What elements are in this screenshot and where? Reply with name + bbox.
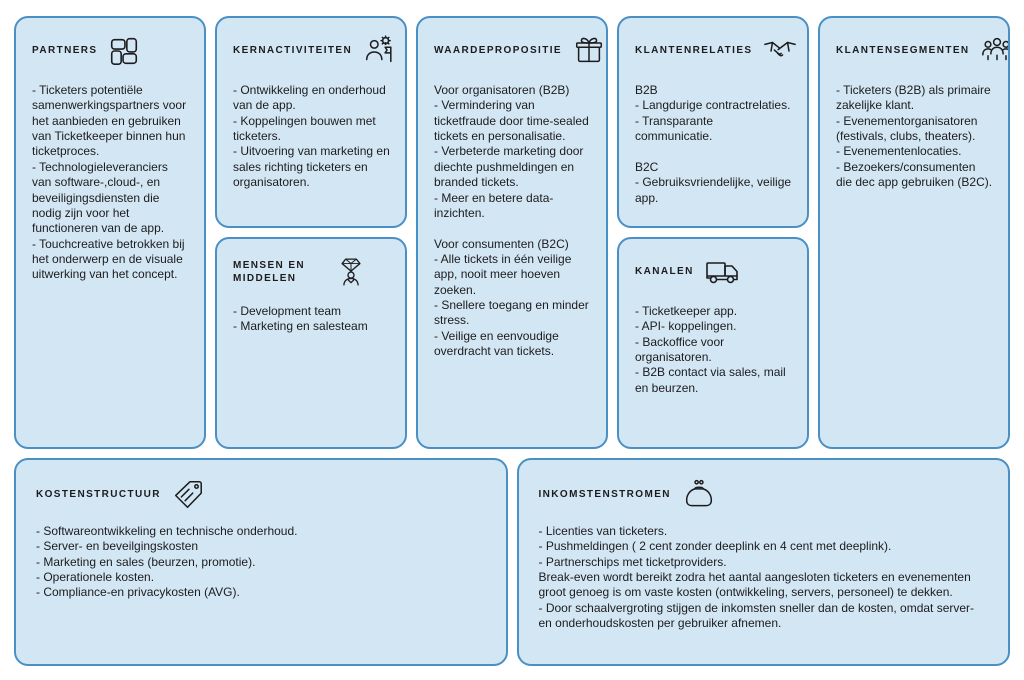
block-title-mensen-en-middelen: MENSEN EN MIDDELEN [233, 259, 306, 285]
block-title-klantensegmenten: KLANTENSEGMENTEN [836, 45, 970, 57]
block-body-klantensegmenten: - Ticketers (B2B) als primaire zakelijke… [836, 83, 993, 190]
handshake-icon [762, 34, 798, 68]
block-header: KLANTENRELATIES [635, 32, 797, 70]
block-title-kostenstructuur: KOSTENSTRUCTUUR [36, 489, 161, 501]
coin-purse-icon [681, 478, 717, 512]
block-kanalen: KANALEN - Ticketkeeper app. - API- koppe… [617, 237, 809, 449]
block-body-waardepropositie: Voor organisatoren (B2B) - Vermindering … [434, 83, 589, 359]
block-waardepropositie: WAARDEPROPOSITIE Voor organisatoren (B2B… [416, 16, 608, 449]
block-body-partners: - Ticketers potentiële samenwerkingspart… [32, 83, 187, 282]
block-title-kernactiviteiten: KERNACTIVITEITEN [233, 45, 353, 57]
canvas-top-grid: PARTNERS - Ticketers potentiële samenwer… [14, 16, 1010, 449]
block-mensen-en-middelen: MENSEN EN MIDDELEN - Development team - … [215, 237, 407, 449]
block-body-kanalen: - Ticketkeeper app. - API- koppelingen. … [635, 304, 786, 395]
block-header: KOSTENSTRUCTUUR [36, 476, 486, 514]
block-header: MENSEN EN MIDDELEN [233, 253, 391, 291]
canvas-bottom-grid: KOSTENSTRUCTUUR - Softwareontwikkeling e… [14, 458, 1010, 666]
block-title-inkomstenstromen: INKOMSTENSTROMEN [538, 489, 671, 501]
block-title-klantenrelaties: KLANTENRELATIES [635, 45, 753, 57]
block-header: INKOMSTENSTROMEN [539, 476, 989, 514]
block-header: KLANTENSEGMENTEN [836, 32, 1008, 70]
block-header: WAARDEPROPOSITIE [434, 32, 603, 70]
block-title-waardepropositie: WAARDEPROPOSITIE [434, 45, 562, 57]
block-header: PARTNERS [32, 32, 190, 70]
block-klantenrelaties: KLANTENRELATIES B2B - Langdurige contrac… [617, 16, 809, 228]
block-body-mensen-en-middelen: - Development team - Marketing en salest… [233, 304, 368, 334]
partners-icon [107, 34, 141, 68]
block-header: KERNACTIVITEITEN [233, 32, 392, 70]
key-resources-icon [335, 256, 367, 288]
block-title-partners: PARTNERS [32, 45, 98, 57]
block-partners: PARTNERS - Ticketers potentiële samenwer… [14, 16, 206, 449]
block-kostenstructuur: KOSTENSTRUCTUUR - Softwareontwikkeling e… [14, 458, 508, 666]
price-tag-icon [171, 478, 205, 512]
key-activities-icon [362, 34, 396, 68]
block-body-klantenrelaties: B2B - Langdurige contractrelaties. - Tra… [635, 83, 792, 205]
block-body-kernactiviteiten: - Ontwikkeling en onderhoud van de app. … [233, 83, 390, 190]
block-body-inkomstenstromen: - Licenties van ticketers. - Pushmelding… [538, 524, 975, 631]
truck-icon [704, 255, 742, 289]
block-inkomstenstromen: INKOMSTENSTROMEN - Licenties van tickete… [516, 458, 1010, 666]
block-kernactiviteiten: KERNACTIVITEITEN - Ontwikkeling en onder… [215, 16, 407, 228]
block-klantensegmenten: KLANTENSEGMENTEN - Ticketers (B2B) als p… [818, 16, 1010, 449]
block-body-kostenstructuur: - Softwareontwikkeling en technische ond… [36, 524, 298, 600]
gift-icon [572, 34, 606, 68]
block-header: KANALEN [635, 253, 793, 291]
block-title-kanalen: KANALEN [635, 266, 694, 278]
people-group-icon [980, 34, 1008, 68]
